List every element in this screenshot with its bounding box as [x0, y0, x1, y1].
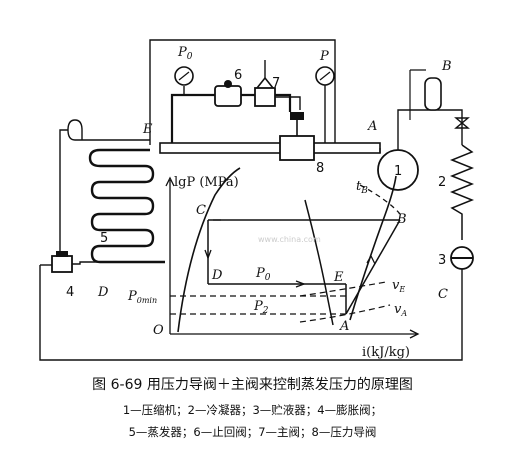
compressor-1 — [377, 149, 419, 191]
label-B-top: B — [441, 59, 452, 74]
watermark-text: www.china.com — [258, 235, 321, 244]
label-n3: 3 — [438, 253, 446, 268]
chart-point-C: C — [196, 203, 206, 218]
legend-line-1: 1—压缩机；2—冷凝器；3—贮液器；4—膨胀阀； — [122, 403, 383, 417]
chart-P0min: P0min — [127, 289, 157, 305]
ph-chart — [165, 167, 420, 339]
label-p0-gauge: P0 — [177, 45, 193, 62]
label-n6: 6 — [234, 68, 242, 83]
label-C-right: C — [438, 287, 448, 302]
chart-y-label: lgP (MPa) — [174, 175, 239, 190]
isentrope-curve — [304, 199, 334, 326]
saturation-vapor-line — [349, 175, 397, 321]
chart-point-A: A — [339, 319, 349, 334]
label-n5: 5 — [100, 231, 108, 246]
label-E-top: E — [142, 122, 153, 137]
oil-separator — [424, 77, 442, 111]
condenser-2 — [449, 144, 475, 240]
liquid-line-bottom — [39, 265, 463, 361]
pilot-line — [275, 96, 301, 110]
legend-line-2: 5—蒸发器；6—止回阀；7—主阀；8—压力导阀 — [128, 425, 377, 439]
chart-point-E: E — [333, 270, 344, 285]
saturation-liquid-line — [177, 167, 241, 333]
figure-title: 图 6-69 用压力导阀＋主阀来控制蒸发压力的原理图 — [92, 377, 413, 393]
chart-P0-line: P0 — [255, 266, 271, 283]
label-A-top: A — [367, 119, 377, 134]
solenoid-valve-icon — [454, 117, 470, 129]
label-p-gauge: P — [319, 49, 329, 64]
vA-line — [299, 304, 391, 323]
evaporator-5 — [88, 148, 165, 264]
suction-top-pipe — [149, 39, 336, 150]
chart-vE: vE — [392, 278, 405, 294]
suction-header — [159, 142, 381, 154]
pilot-valve-8-cap — [290, 112, 304, 120]
label-n2: 2 — [438, 175, 446, 190]
vE-line — [299, 281, 387, 297]
chart-origin: O — [153, 323, 164, 338]
compression-line-AB — [345, 219, 401, 315]
chart-vA: vA — [394, 302, 407, 318]
refrigeration-diagram: P0 P 6 7 8 B E A 1 2 3 C 5 4 D lgP (MPa)… — [39, 39, 475, 361]
chart-iso-tB: tB — [356, 179, 368, 196]
label-n8: 8 — [316, 161, 324, 176]
chart-P2: P2 — [253, 299, 269, 316]
chart-point-D: D — [211, 268, 223, 283]
label-n4: 4 — [66, 285, 74, 300]
label-D-left: D — [97, 285, 109, 300]
header-valve-8-body — [279, 135, 315, 161]
capillary-loop — [59, 119, 150, 248]
chart-x-label: i(kJ/kg) — [362, 345, 410, 360]
isotherm-tB — [359, 184, 401, 215]
label-n7: 7 — [272, 76, 280, 91]
chart-point-B: B — [396, 212, 407, 227]
expansion-valve-4 — [51, 255, 73, 273]
label-n1: 1 — [394, 164, 402, 179]
check-valve-6 — [214, 85, 242, 107]
